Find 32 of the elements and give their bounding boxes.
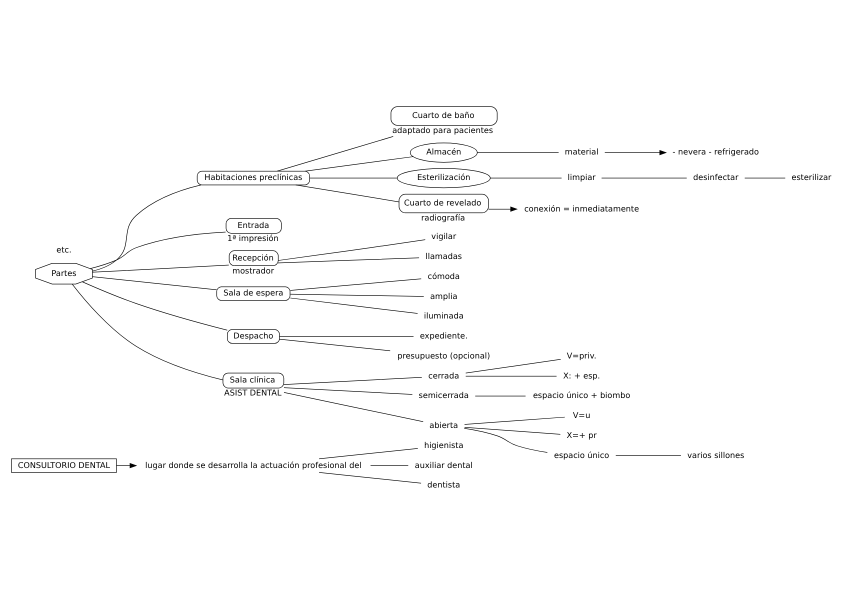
connector (92, 264, 229, 273)
connector (289, 298, 418, 314)
connector (294, 184, 399, 202)
connector (276, 136, 394, 172)
connector (92, 276, 217, 290)
connector (464, 376, 556, 377)
connector (278, 338, 390, 352)
connector (278, 336, 414, 337)
connector (476, 152, 558, 153)
connector (82, 281, 228, 330)
connector (289, 294, 424, 297)
connector (283, 392, 423, 422)
connector (614, 455, 681, 456)
connector (370, 465, 408, 466)
connector (90, 232, 226, 269)
connector (71, 284, 223, 380)
connector (289, 278, 421, 291)
arrow (116, 463, 137, 468)
connector (464, 427, 560, 435)
connector (283, 377, 422, 385)
arrow (604, 150, 666, 156)
connector (464, 416, 565, 425)
connector (464, 358, 560, 374)
connector (283, 387, 412, 395)
connector (277, 239, 426, 261)
connector (304, 156, 414, 172)
connector (463, 428, 548, 453)
connector (92, 184, 201, 272)
arrow (488, 206, 518, 212)
connector (277, 258, 419, 264)
connector (318, 448, 418, 460)
connector (318, 472, 421, 484)
